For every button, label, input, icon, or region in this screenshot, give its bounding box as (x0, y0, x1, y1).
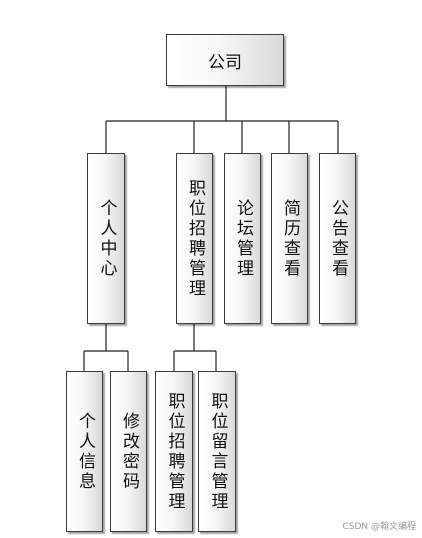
node-label: 简历查看 (280, 198, 300, 279)
root-node-company: 公司 (166, 34, 284, 86)
node-resume-view: 简历查看 (271, 153, 308, 324)
node-label: 论坛管理 (233, 198, 253, 279)
watermark: CSDN @翰文编程 (342, 522, 416, 532)
node-label: 公告查看 (328, 198, 348, 279)
node-label: 修改密码 (119, 411, 139, 492)
node-sub-job-recruitment-management: 职位招聘管理 (155, 371, 193, 532)
node-job-message-management: 职位留言管理 (198, 371, 236, 532)
node-forum-management: 论坛管理 (224, 153, 261, 324)
node-announcement-view: 公告查看 (319, 153, 356, 324)
node-change-password: 修改密码 (110, 371, 147, 532)
node-personal-center: 个人中心 (87, 153, 125, 324)
root-label: 公司 (208, 52, 242, 73)
node-label: 职位招聘管理 (185, 178, 205, 299)
node-label: 职位留言管理 (207, 391, 228, 512)
node-label: 个人信息 (75, 411, 95, 492)
node-label: 个人中心 (96, 198, 117, 279)
node-personal-info: 个人信息 (66, 371, 103, 532)
node-job-recruitment-management: 职位招聘管理 (176, 153, 213, 324)
node-label: 职位招聘管理 (164, 391, 185, 512)
